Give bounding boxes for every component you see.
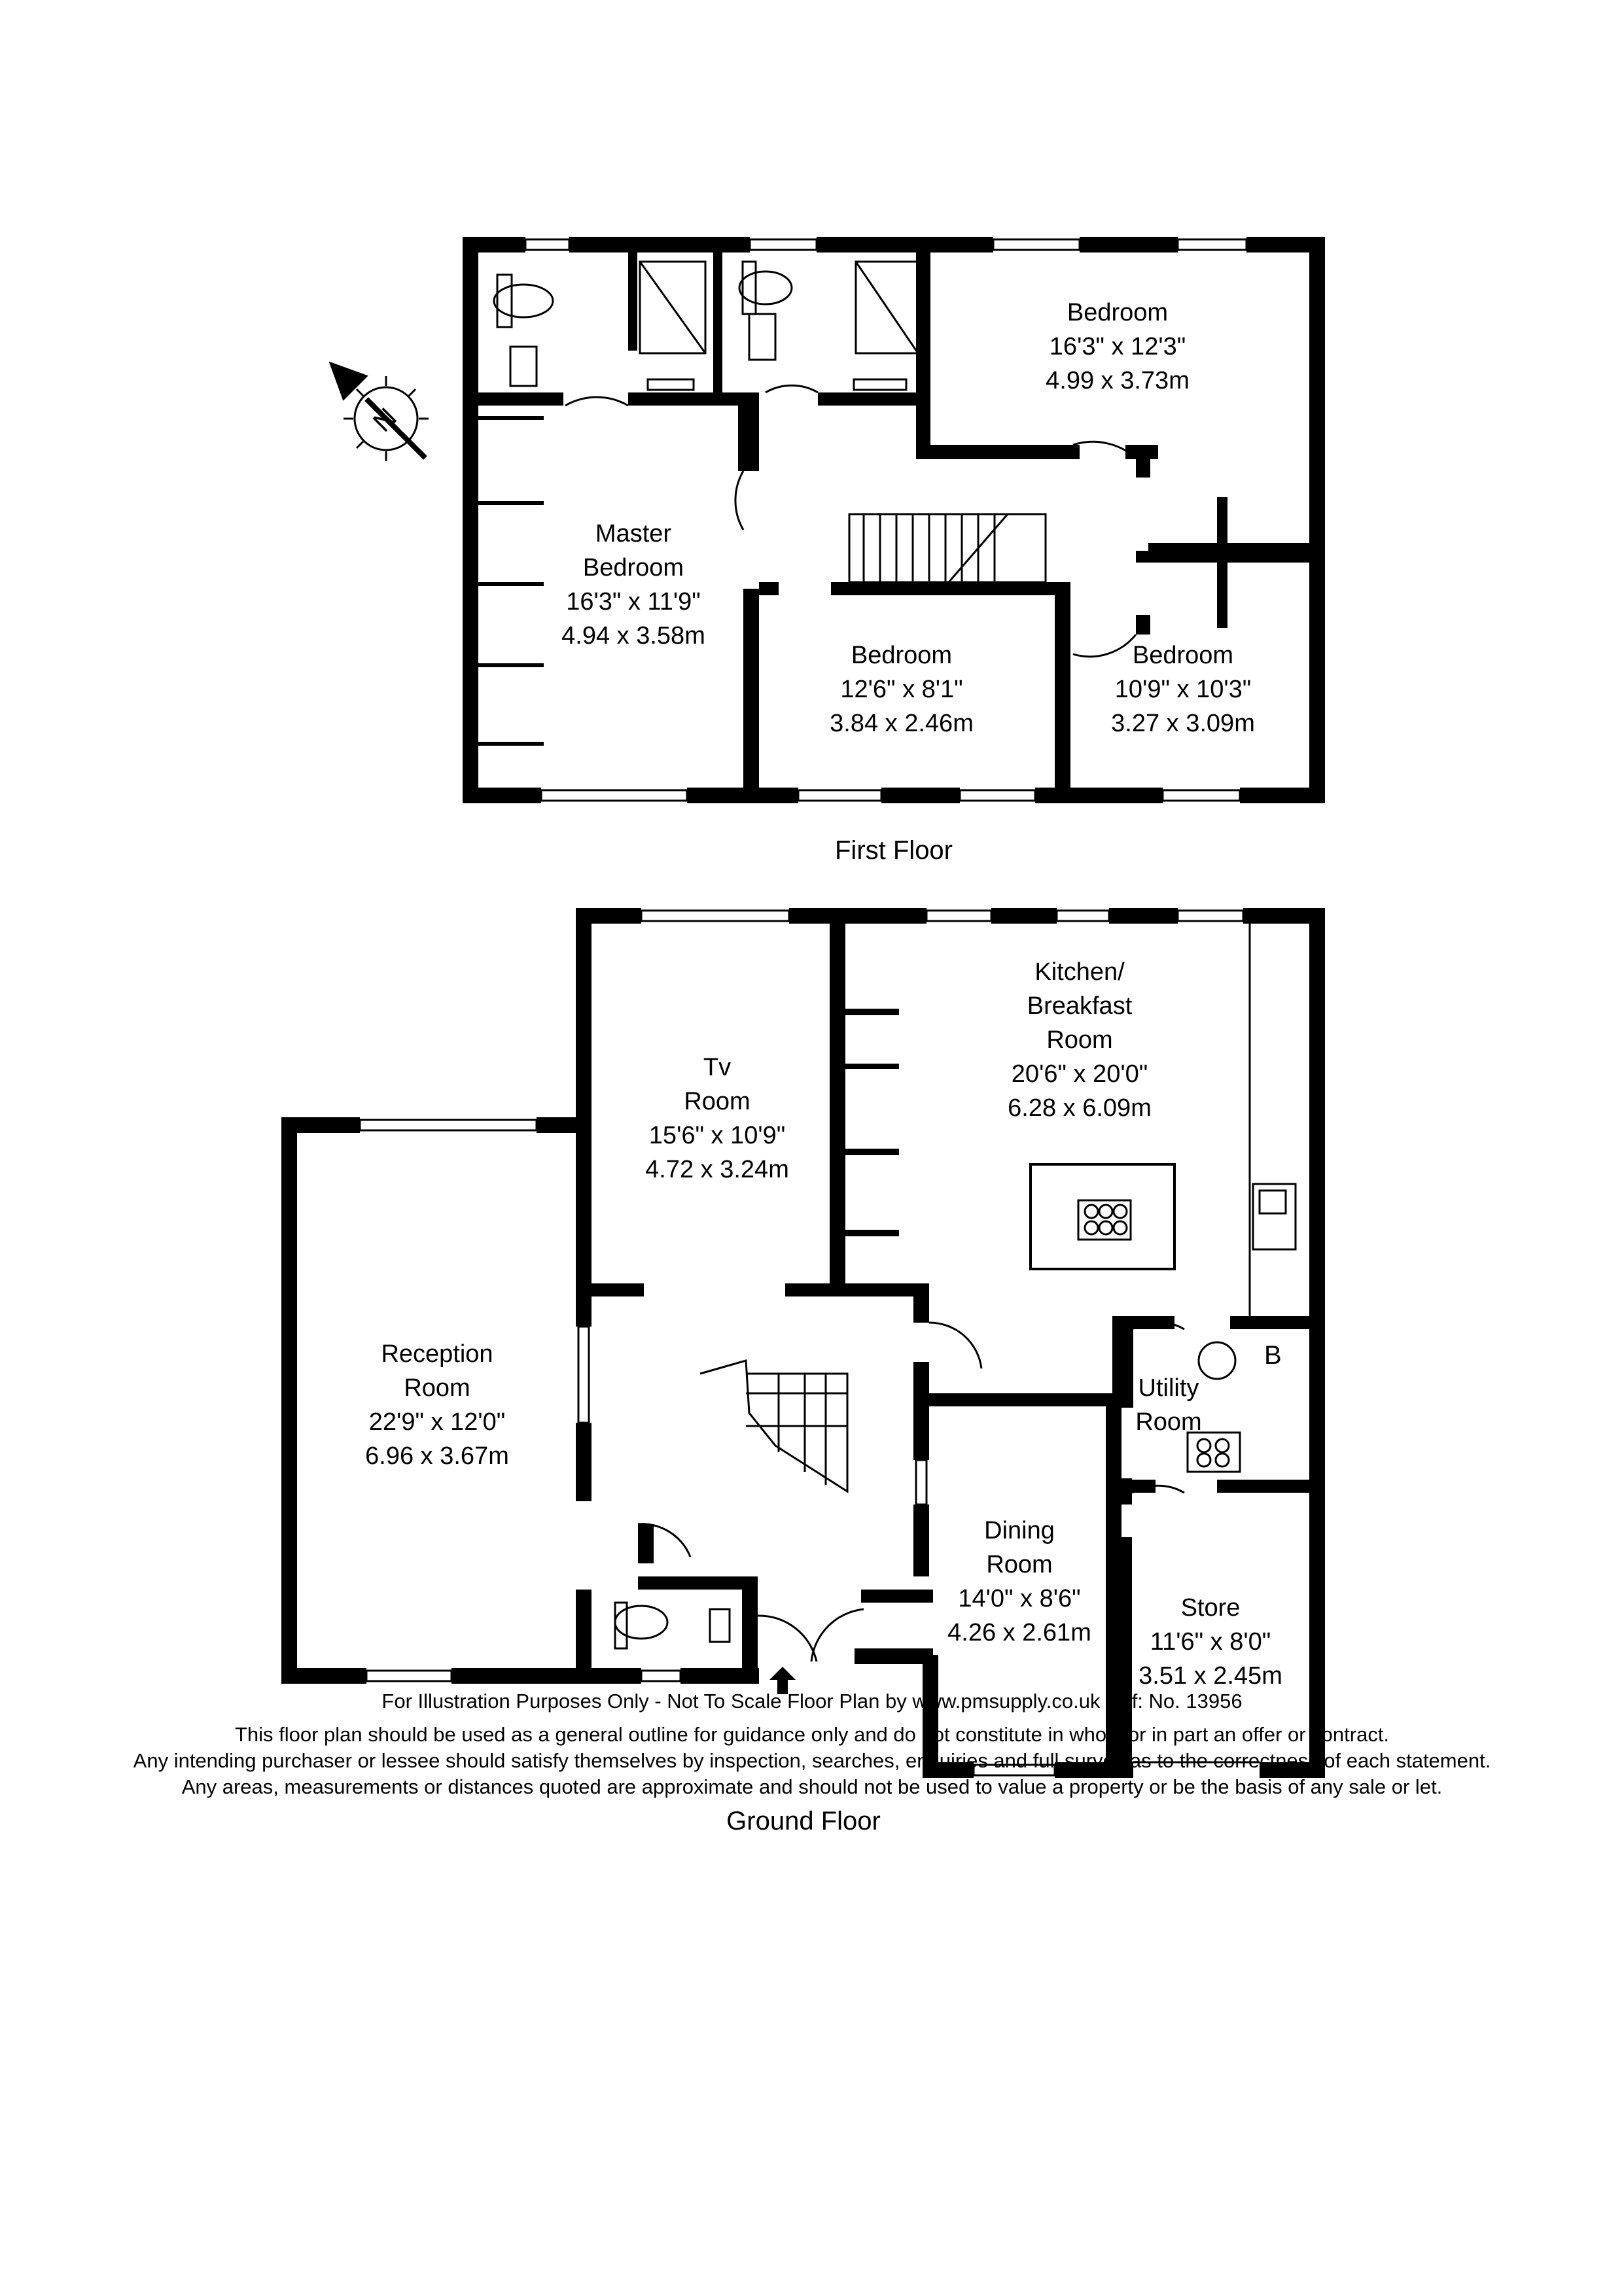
entrance-arrow-icon	[769, 1667, 796, 1694]
windows	[359, 238, 1324, 1777]
compass-icon	[328, 361, 429, 461]
footer-disclaimer: This floor plan should be used as a gene…	[133, 1723, 1491, 1798]
hob-rings	[1084, 1204, 1230, 1468]
walls	[281, 237, 1325, 1778]
footer-credit: For Illustration Purposes Only - Not To …	[381, 1690, 1243, 1713]
boiler-mark: B	[1264, 1341, 1282, 1370]
ground-floor-title: Ground Floor	[726, 1807, 881, 1835]
first-floor-title: First Floor	[835, 836, 953, 865]
